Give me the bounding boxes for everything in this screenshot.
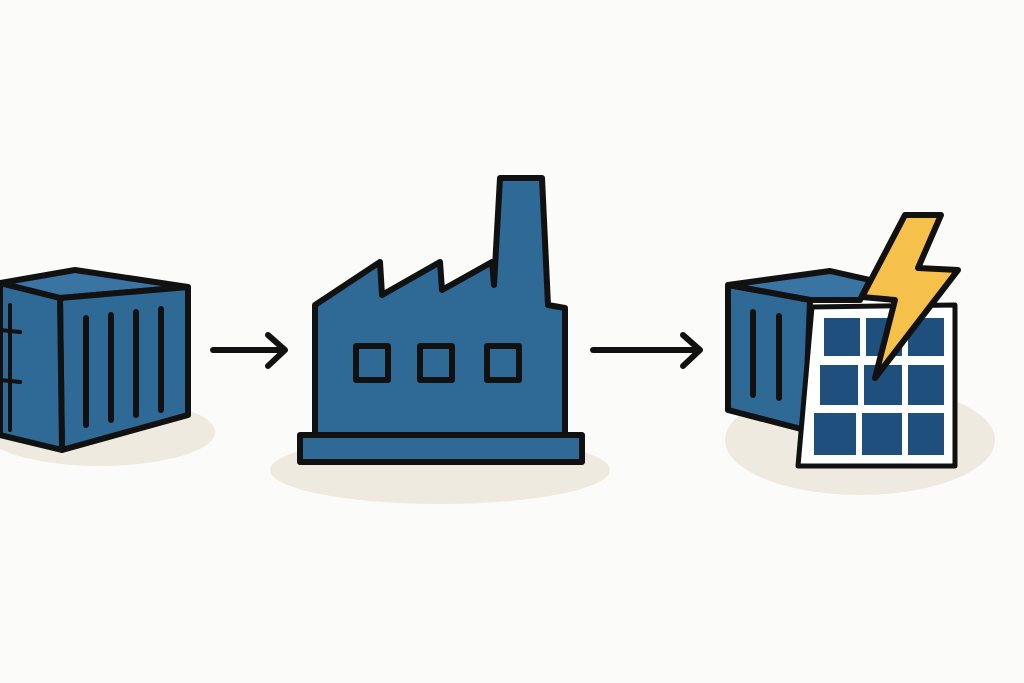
- arrow-right-icon: [210, 332, 288, 369]
- renewable-container-icon: [725, 212, 995, 495]
- solar-panel-icon: [795, 302, 958, 469]
- factory-icon: [270, 175, 610, 504]
- arrow-right-icon: [590, 332, 703, 369]
- shipping-container-icon: [0, 267, 215, 466]
- lightning-bolt-icon: [859, 212, 961, 381]
